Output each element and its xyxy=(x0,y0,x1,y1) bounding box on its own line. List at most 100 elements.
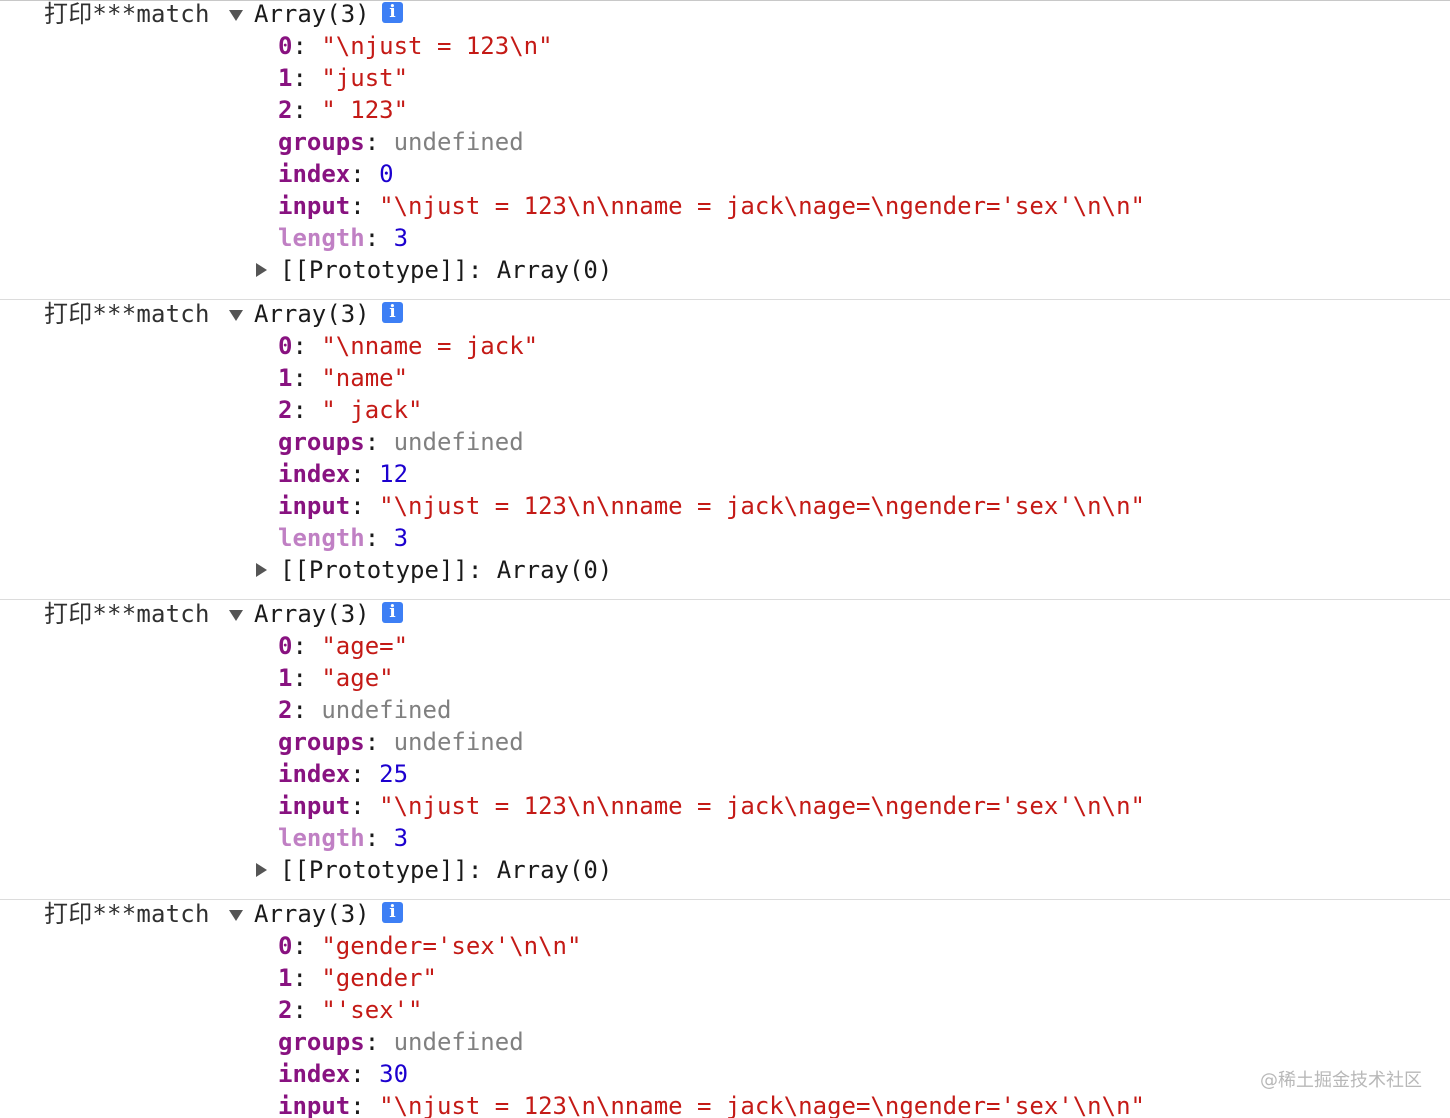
property-key: index xyxy=(278,760,351,788)
property-key: input xyxy=(278,192,351,220)
property-value: "age=" xyxy=(321,632,409,660)
array-item-row: 2: " jack" xyxy=(278,394,423,426)
property-colon: : xyxy=(364,1028,394,1056)
collapse-triangle-icon[interactable] xyxy=(256,563,267,577)
property-key: length xyxy=(278,224,365,252)
property-value: undefined xyxy=(393,1028,524,1056)
property-colon: : xyxy=(292,632,322,660)
property-colon: : xyxy=(364,524,394,552)
collapse-triangle-icon[interactable] xyxy=(256,863,267,877)
array-summary[interactable]: Array(3) xyxy=(254,600,370,628)
info-icon[interactable]: i xyxy=(382,302,403,323)
groups-row: groups: undefined xyxy=(278,1026,524,1058)
property-key: length xyxy=(278,524,365,552)
property-colon: : xyxy=(350,160,380,188)
array-item-row: 2: undefined xyxy=(278,694,451,726)
expand-triangle-icon[interactable] xyxy=(229,910,243,921)
input-row: input: "\njust = 123\n\nname = jack\nage… xyxy=(278,1090,1145,1118)
info-icon[interactable]: i xyxy=(382,2,403,23)
property-key: 2 xyxy=(278,696,293,724)
collapse-triangle-icon[interactable] xyxy=(256,263,267,277)
array-item-row: 1: "name" xyxy=(278,362,408,394)
length-row: length: 3 xyxy=(278,222,408,254)
expand-triangle-icon[interactable] xyxy=(229,610,243,621)
property-colon: : xyxy=(292,696,322,724)
property-colon: : xyxy=(350,492,380,520)
property-key: index xyxy=(278,460,351,488)
property-value: 3 xyxy=(393,224,409,252)
property-colon: : xyxy=(350,792,380,820)
property-key: 1 xyxy=(278,364,293,392)
property-value: 0 xyxy=(379,160,394,188)
prototype-row[interactable]: [[Prototype]]: Array(0) xyxy=(280,256,613,284)
property-key: length xyxy=(278,824,365,852)
prototype-row[interactable]: [[Prototype]]: Array(0) xyxy=(280,856,613,884)
input-row: input: "\njust = 123\n\nname = jack\nage… xyxy=(278,190,1145,222)
array-summary[interactable]: Array(3) xyxy=(254,0,370,28)
array-item-row: 1: "age" xyxy=(278,662,394,694)
property-key: input xyxy=(278,492,351,520)
property-colon: : xyxy=(364,728,394,756)
info-icon[interactable]: i xyxy=(382,602,403,623)
property-colon: : xyxy=(292,364,322,392)
property-key: 0 xyxy=(278,332,293,360)
property-key: 2 xyxy=(278,996,293,1024)
property-colon: : xyxy=(292,996,322,1024)
property-value: "gender='sex'\n\n" xyxy=(321,932,582,960)
property-key: index xyxy=(278,1060,351,1088)
property-colon: : xyxy=(364,224,394,252)
property-key: groups xyxy=(278,428,365,456)
log-message-label: 打印***match xyxy=(44,300,210,328)
property-key: 1 xyxy=(278,964,293,992)
info-icon[interactable]: i xyxy=(382,902,403,923)
property-key: 2 xyxy=(278,396,293,424)
property-colon: : xyxy=(292,32,322,60)
property-value: " 123" xyxy=(321,96,409,124)
property-colon: : xyxy=(350,1092,380,1118)
property-key: groups xyxy=(278,128,365,156)
array-item-row: 0: "\njust = 123\n" xyxy=(278,30,553,62)
property-key: groups xyxy=(278,1028,365,1056)
groups-row: groups: undefined xyxy=(278,126,524,158)
console-top-border xyxy=(0,0,1450,1)
property-colon: : xyxy=(292,332,322,360)
property-colon: : xyxy=(292,96,322,124)
property-value: "age" xyxy=(321,664,394,692)
property-key: 2 xyxy=(278,96,293,124)
property-value: undefined xyxy=(393,128,524,156)
array-item-row: 2: "'sex'" xyxy=(278,994,423,1026)
groups-row: groups: undefined xyxy=(278,726,524,758)
property-key: 0 xyxy=(278,932,293,960)
property-value: " jack" xyxy=(321,396,423,424)
array-summary[interactable]: Array(3) xyxy=(254,300,370,328)
array-item-row: 0: "age=" xyxy=(278,630,408,662)
property-value: undefined xyxy=(393,728,524,756)
array-item-row: 1: "just" xyxy=(278,62,408,94)
property-colon: : xyxy=(292,64,322,92)
property-value: 12 xyxy=(379,460,409,488)
input-row: input: "\njust = 123\n\nname = jack\nage… xyxy=(278,490,1145,522)
property-value: 30 xyxy=(379,1060,409,1088)
array-item-row: 0: "gender='sex'\n\n" xyxy=(278,930,581,962)
length-row: length: 3 xyxy=(278,822,408,854)
property-colon: : xyxy=(292,664,322,692)
index-row: index: 12 xyxy=(278,458,408,490)
property-value: "\njust = 123\n" xyxy=(321,32,553,60)
expand-triangle-icon[interactable] xyxy=(229,310,243,321)
property-key: 0 xyxy=(278,632,293,660)
property-key: input xyxy=(278,792,351,820)
array-summary[interactable]: Array(3) xyxy=(254,900,370,928)
property-key: 1 xyxy=(278,664,293,692)
property-value: 25 xyxy=(379,760,409,788)
expand-triangle-icon[interactable] xyxy=(229,10,243,21)
property-value: "name" xyxy=(321,364,409,392)
property-colon: : xyxy=(292,932,322,960)
prototype-row[interactable]: [[Prototype]]: Array(0) xyxy=(280,556,613,584)
property-value: undefined xyxy=(321,696,452,724)
property-value: undefined xyxy=(393,428,524,456)
property-key: input xyxy=(278,1092,351,1118)
property-value: "\njust = 123\n\nname = jack\nage=\ngend… xyxy=(379,192,1145,220)
